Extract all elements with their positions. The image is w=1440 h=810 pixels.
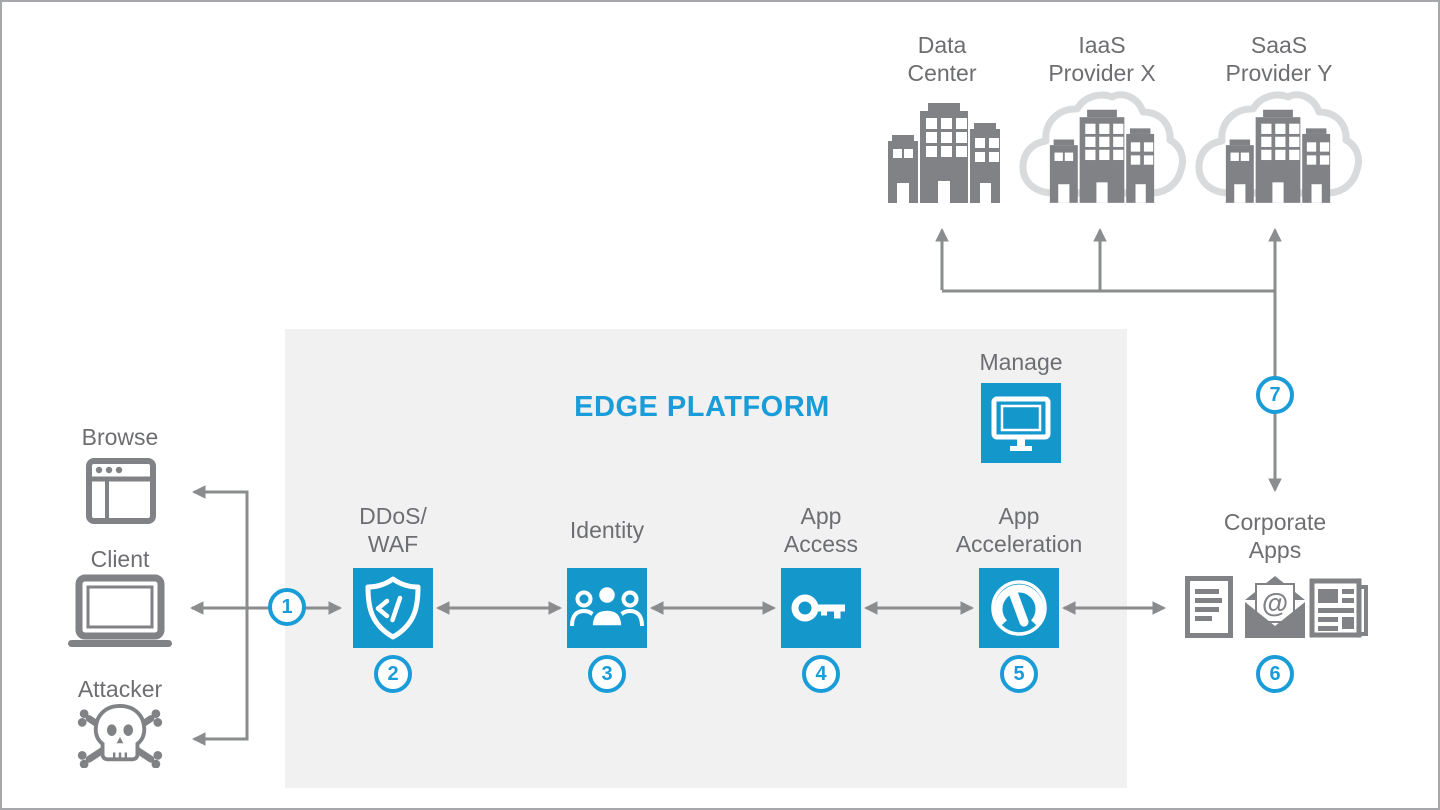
manage-node bbox=[981, 383, 1061, 463]
label-line: IaaS bbox=[1078, 32, 1126, 58]
step-number: 7 bbox=[1269, 383, 1281, 406]
shield-code-icon bbox=[365, 576, 421, 640]
label-line: Corporate bbox=[1223, 509, 1327, 535]
identity-node bbox=[567, 568, 647, 648]
step-2-badge: 2 bbox=[374, 655, 412, 693]
manage-label: Manage bbox=[979, 349, 1063, 375]
label-line: Identity bbox=[569, 517, 645, 543]
label-line: Apps bbox=[1248, 537, 1302, 563]
client-label: Client bbox=[90, 546, 150, 572]
arrow-bracket-browse-attacker bbox=[191, 485, 249, 746]
step-1-badge: 1 bbox=[268, 588, 306, 626]
ddos-waf-node bbox=[353, 568, 433, 648]
app-acceleration-node bbox=[979, 568, 1059, 648]
key-icon bbox=[791, 594, 845, 622]
label-line: WAF bbox=[367, 531, 419, 557]
step-4-badge: 4 bbox=[802, 655, 840, 693]
email-at-symbol: @ bbox=[1262, 588, 1288, 618]
saas-label: SaaS Provider Y bbox=[1169, 30, 1389, 88]
app-access-node bbox=[781, 568, 861, 648]
step-5-badge: 5 bbox=[1000, 655, 1038, 693]
speedometer-icon bbox=[991, 580, 1047, 636]
identity-label: Identity bbox=[497, 501, 717, 559]
corporate-apps-label: Corporate Apps bbox=[1165, 507, 1385, 565]
app-acceleration-label: App Acceleration bbox=[909, 501, 1129, 559]
monitor-icon bbox=[991, 396, 1051, 451]
attacker-label: Attacker bbox=[77, 676, 163, 702]
buildings-icon bbox=[1049, 109, 1155, 203]
step-number: 3 bbox=[601, 662, 613, 685]
label-line: Acceleration bbox=[955, 531, 1083, 557]
buildings-icon bbox=[888, 103, 1000, 203]
step-number: 1 bbox=[281, 595, 293, 618]
step-number: 4 bbox=[815, 662, 827, 685]
document-icon bbox=[1185, 576, 1233, 638]
datacenter-label: Data Center bbox=[832, 30, 1052, 88]
iaas-label: IaaS Provider X bbox=[992, 30, 1212, 88]
step-number: 5 bbox=[1013, 662, 1025, 685]
label-line: Access bbox=[783, 531, 859, 557]
ddos-waf-label: DDoS/ WAF bbox=[283, 501, 503, 559]
label-line: Provider Y bbox=[1225, 60, 1333, 86]
step-number: 2 bbox=[387, 662, 399, 685]
newspaper-icon bbox=[1309, 578, 1368, 638]
step-number: 6 bbox=[1269, 662, 1281, 685]
skull-crossbones-icon bbox=[77, 704, 163, 768]
browser-window-icon bbox=[86, 458, 156, 524]
label-line: App bbox=[800, 503, 842, 529]
step-3-badge: 3 bbox=[588, 655, 626, 693]
label-line: Center bbox=[907, 60, 977, 86]
users-icon bbox=[570, 583, 644, 629]
edge-platform-title: EDGE PLATFORM bbox=[574, 391, 830, 423]
label-line: SaaS bbox=[1250, 32, 1308, 58]
label-line: Data bbox=[917, 32, 967, 58]
label-line: DDoS/ bbox=[359, 503, 427, 529]
label-line: App bbox=[998, 503, 1040, 529]
buildings-icon bbox=[1225, 109, 1331, 203]
step-7-badge: 7 bbox=[1256, 376, 1294, 414]
browse-label: Browse bbox=[81, 424, 159, 450]
app-access-label: App Access bbox=[711, 501, 931, 559]
label-line: Provider X bbox=[1048, 60, 1156, 86]
step-6-badge: 6 bbox=[1256, 655, 1294, 693]
laptop-icon bbox=[68, 574, 172, 647]
email-at-icon: @ bbox=[1245, 576, 1305, 638]
